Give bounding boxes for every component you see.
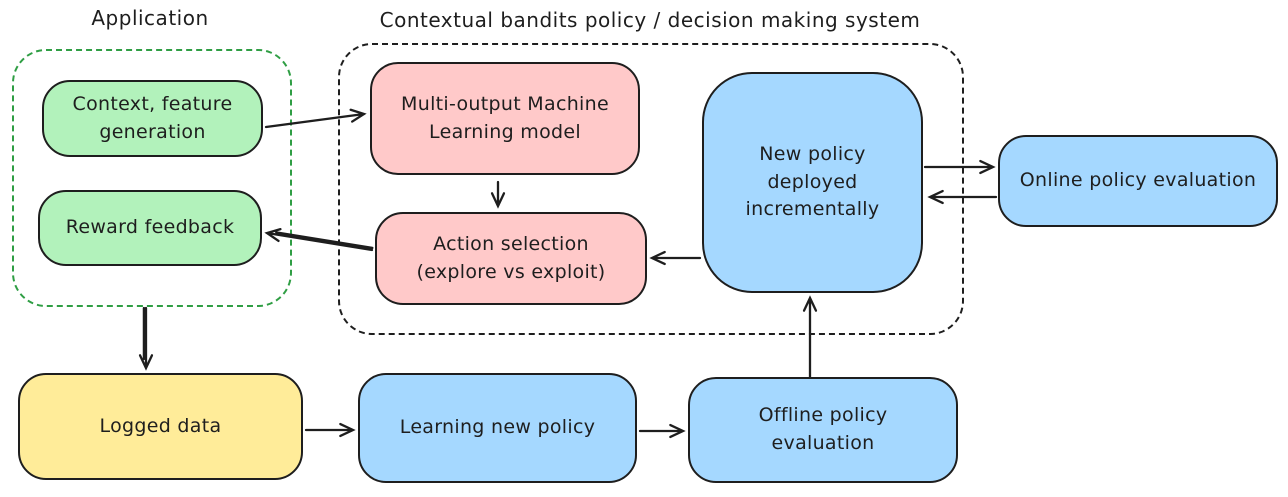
node-label: Learning new policy xyxy=(399,416,596,439)
node-action-selection: Action selection (explore vs exploit) xyxy=(375,212,647,305)
node-reward-feedback: Reward feedback xyxy=(38,190,262,266)
bandits-container xyxy=(338,43,964,335)
node-label: New policy deployed incrementally xyxy=(745,143,880,221)
application-container xyxy=(12,49,292,307)
node-offline-policy-evaluation: Offline policy evaluation xyxy=(688,377,958,483)
edge-logged_data-to-learning xyxy=(304,422,356,438)
node-label: Action selection (explore vs exploit) xyxy=(416,232,606,283)
node-new-policy-deployed: New policy deployed incrementally xyxy=(702,72,923,293)
node-label: Multi-output Machine Learning model xyxy=(401,92,609,143)
node-learning-new-policy: Learning new policy xyxy=(358,373,637,483)
node-context-feature-generation: Context, feature generation xyxy=(42,80,263,157)
edge-learning-to-offline_eval xyxy=(638,423,686,439)
node-logged-data: Logged data xyxy=(18,373,303,480)
node-label: Offline policy evaluation xyxy=(758,404,888,454)
node-label: Online policy evaluation xyxy=(1019,169,1257,192)
node-multi-output-ml-model: Multi-output Machine Learning model xyxy=(370,62,640,175)
node-online-policy-evaluation: Online policy evaluation xyxy=(998,135,1278,227)
edge-application-to-logged_data xyxy=(138,306,154,371)
node-label: Context, feature generation xyxy=(72,92,233,143)
application-container-label: Application xyxy=(91,6,209,30)
node-label: Reward feedback xyxy=(65,216,235,239)
node-label: Logged data xyxy=(99,414,222,437)
bandits-container-label: Contextual bandits policy / decision mak… xyxy=(379,8,921,32)
